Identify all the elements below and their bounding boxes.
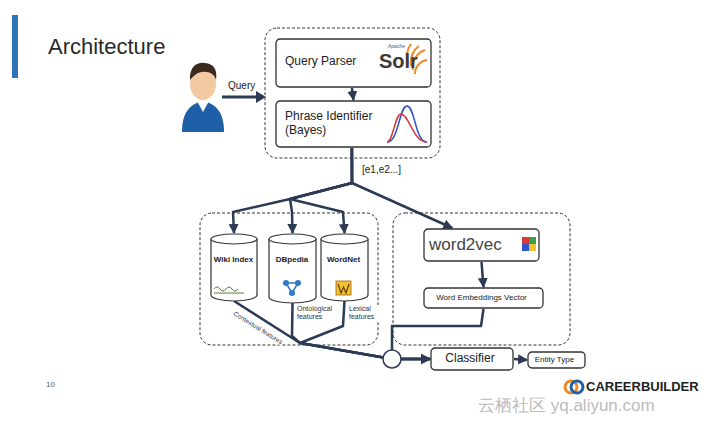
database-cylinder: Wiki Index	[210, 233, 258, 301]
database-cylinder: DBpedia	[268, 233, 317, 303]
node-text: Word Embeddings Vector	[423, 293, 540, 302]
node-text: Solr	[379, 50, 418, 73]
flow-arrow	[482, 262, 484, 287]
node-text: Query Parser	[285, 55, 380, 69]
node-shape	[268, 233, 317, 303]
accent-bar	[12, 15, 18, 78]
node-text: Apache	[388, 44, 405, 50]
flow-arrow	[290, 148, 352, 233]
flow-arrow	[233, 148, 352, 233]
query-arrow	[222, 91, 266, 103]
node-text: Wiki Index	[213, 255, 254, 264]
edge-label: Contextual features	[231, 309, 284, 346]
output-box: Entity Type	[527, 351, 586, 369]
flow-arrow	[292, 303, 430, 359]
process-box: Phrase Identifier (Bayes)	[275, 100, 432, 148]
flow-arrow	[290, 148, 352, 233]
flow-label: [e1,e2...]	[362, 164, 401, 176]
node-text: Classifier	[430, 352, 510, 366]
node-text: Phrase Identifier (Bayes)	[285, 110, 385, 138]
group-outline	[265, 28, 440, 158]
node-text: WordNet	[322, 255, 365, 264]
node-shape	[320, 233, 369, 301]
node-text: DBpedia	[271, 255, 313, 264]
page-number: 10	[46, 380, 55, 389]
flow-arrow	[352, 88, 354, 100]
database-cylinder: WordNet	[320, 233, 369, 301]
flow-label: Query	[228, 80, 255, 92]
process-box: word2vec	[423, 228, 540, 262]
flow-arrow	[352, 148, 452, 228]
node-text: word2vec	[429, 235, 502, 255]
group-outline	[200, 213, 378, 345]
flow-arrow	[514, 359, 527, 360]
user-icon	[182, 63, 224, 132]
edge-label: Lexical features	[348, 305, 380, 321]
edge-label: Ontological features	[296, 305, 342, 321]
node-text: Entity Type	[527, 355, 582, 364]
careerbuilder-logo	[565, 381, 583, 393]
process-box: Classifier	[430, 347, 514, 371]
company-logo: CAREERBUILDER	[586, 380, 699, 395]
slide-title: Architecture	[48, 34, 165, 59]
process-box: Query Parser ApacheSolr	[275, 38, 432, 88]
watermark: 云栖社区 yq.aliyun.com	[478, 396, 655, 416]
node-shape	[210, 233, 258, 301]
process-box: Word Embeddings Vector	[423, 287, 544, 309]
